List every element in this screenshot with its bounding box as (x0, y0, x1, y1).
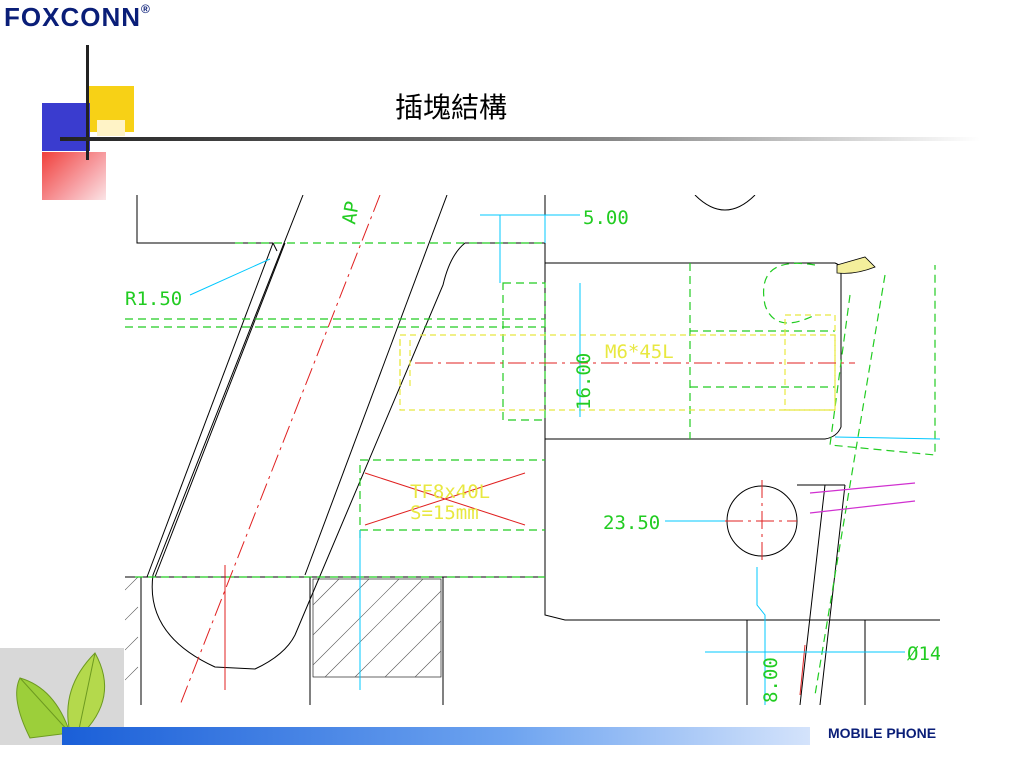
dim-14-label: Ø14 (907, 643, 940, 665)
dimension-labels: 5.00 R1.50 AP 16.00 M6*45L TF8x40L S=15m… (125, 200, 940, 703)
dim-16-label: 16.00 (573, 353, 595, 410)
dim-23-label: 23.50 (603, 512, 660, 534)
dim-5-label: 5.00 (583, 207, 629, 229)
spring-stroke-label: S=15mm (410, 502, 479, 524)
ap-label: AP (338, 200, 364, 226)
registered-mark: ® (141, 2, 151, 16)
footer-label: MOBILE PHONE (828, 725, 937, 741)
foxconn-logo: FOXCONN® (4, 2, 151, 33)
radius-label: R1.50 (125, 288, 182, 310)
white-square (97, 120, 125, 136)
footer-gradient-bar (62, 727, 810, 745)
dim-bottom-label: 8.00 (760, 657, 782, 703)
spring-size-label: TF8x40L (410, 481, 490, 503)
slide-title: 插塊結構 (395, 91, 508, 124)
screw-label: M6*45L (605, 341, 674, 363)
red-square (42, 152, 106, 200)
logo-text: FOXCONN (4, 2, 141, 32)
blue-square (42, 103, 90, 151)
cad-drawing: 5.00 R1.50 AP 16.00 M6*45L TF8x40L S=15m… (125, 195, 940, 705)
cad-drawing-svg: 5.00 R1.50 AP 16.00 M6*45L TF8x40L S=15m… (125, 195, 940, 705)
accent-vertical-line (86, 45, 89, 160)
title-underline (60, 137, 980, 141)
